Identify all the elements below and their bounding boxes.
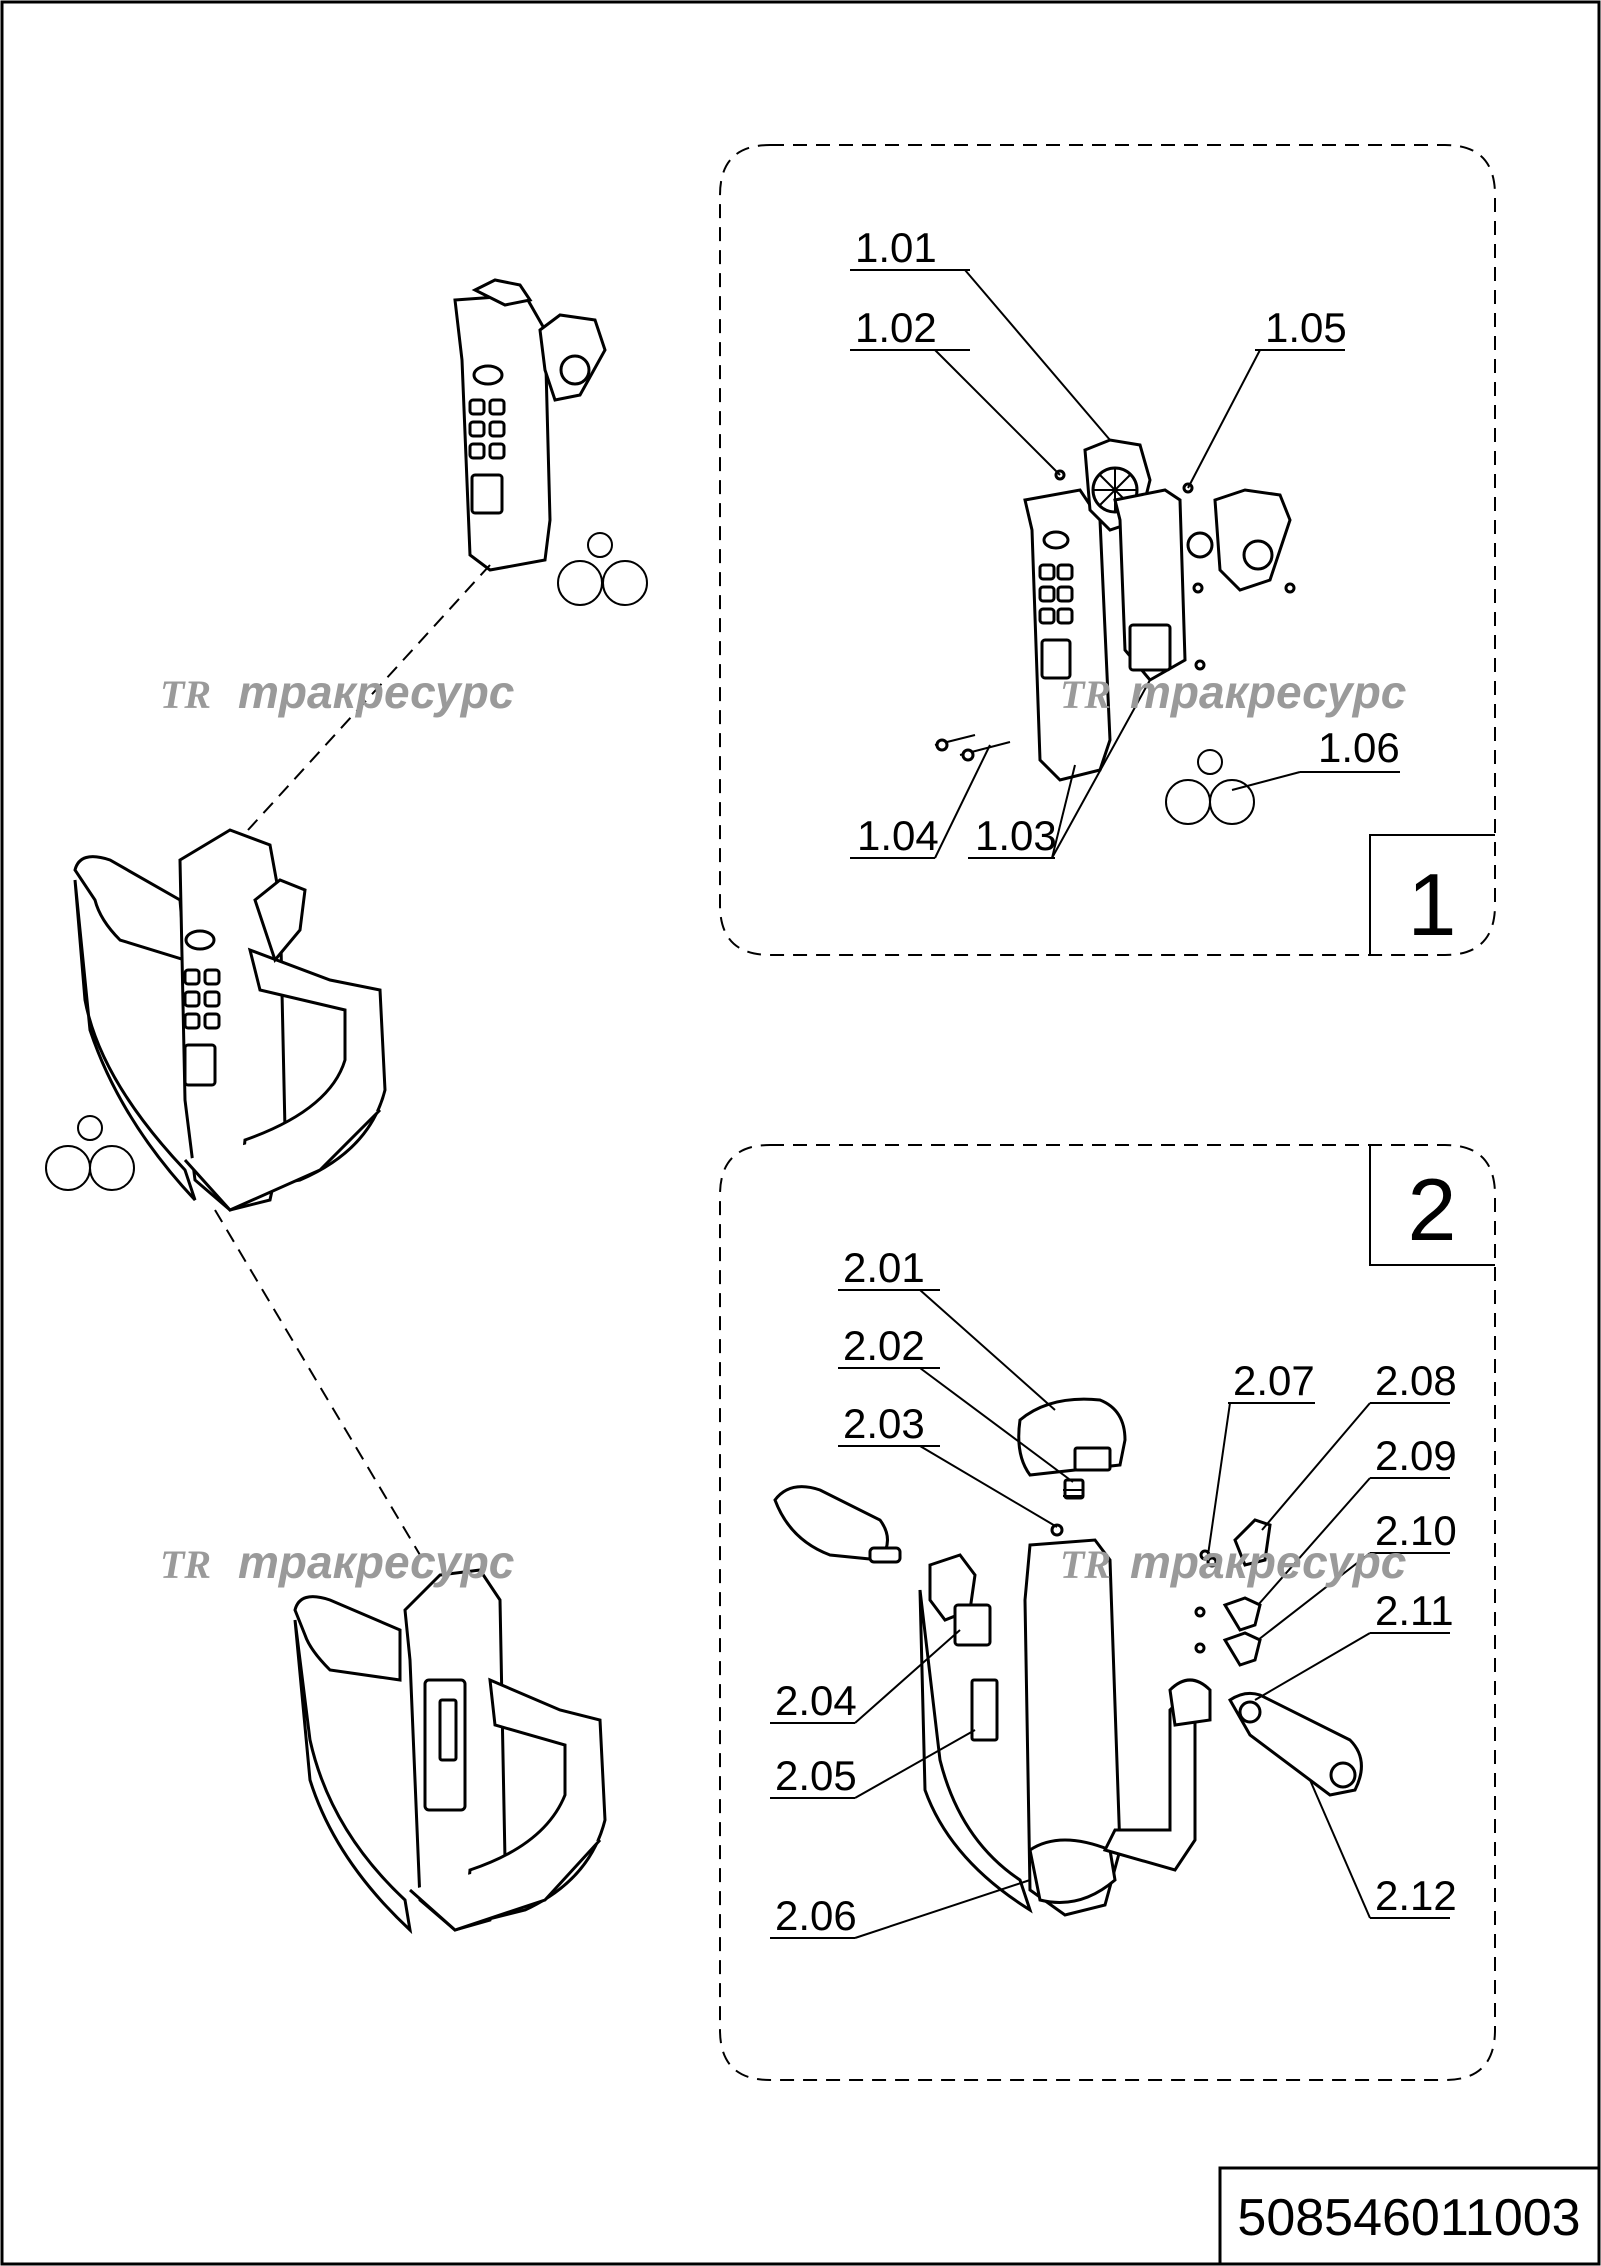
control-panel-illustration <box>453 278 607 572</box>
svg-text:2.02: 2.02 <box>843 1322 925 1369</box>
group-1-o-rings <box>1165 749 1255 825</box>
callout-2-01: 2.01 <box>838 1244 1056 1411</box>
callout-1-06: 1.06 <box>1231 724 1400 791</box>
svg-text:TR: TR <box>160 672 211 717</box>
callout-1-01: 1.01 <box>850 224 1111 441</box>
leader-dashed-top <box>247 564 491 831</box>
watermark-4: TR тракресурс <box>1060 1536 1406 1588</box>
group-1-parts-illustration <box>934 438 1296 782</box>
handle-frame-illustration <box>293 1568 607 1935</box>
group-1: 1 <box>719 144 1496 956</box>
svg-text:2.03: 2.03 <box>843 1400 925 1447</box>
callout-2-06: 2.06 <box>770 1879 1031 1939</box>
svg-text:2.12: 2.12 <box>1375 1872 1457 1919</box>
svg-text:TR: TR <box>160 1542 211 1587</box>
callout-2-08: 2.08 <box>1261 1357 1457 1531</box>
group-2: 2 2.01 <box>719 1144 1496 2081</box>
svg-text:2.04: 2.04 <box>775 1677 857 1724</box>
svg-text:TR: TR <box>1060 672 1111 717</box>
callout-2-05: 2.05 <box>770 1729 976 1799</box>
callout-1-02: 1.02 <box>850 304 1061 476</box>
svg-text:2.07: 2.07 <box>1233 1357 1315 1404</box>
watermark-1: TR тракресурс <box>160 666 514 718</box>
svg-text:2.09: 2.09 <box>1375 1432 1457 1479</box>
callout-1-05: 1.05 <box>1187 304 1347 489</box>
group-2-parts-illustration <box>773 1397 1363 1917</box>
callout-2-11: 2.11 <box>1254 1587 1454 1701</box>
callout-2-10: 2.10 <box>1257 1507 1457 1641</box>
svg-text:1.04: 1.04 <box>857 812 939 859</box>
group-1-frame <box>719 144 1496 956</box>
callout-2-09: 2.09 <box>1257 1432 1457 1606</box>
assembled-handle-illustration <box>73 828 387 1212</box>
o-rings-illustration-2 <box>45 1115 135 1191</box>
callout-1-03: 1.03 <box>968 679 1151 859</box>
svg-text:2.01: 2.01 <box>843 1244 925 1291</box>
watermark-3: TR тракресурс <box>160 1536 514 1588</box>
svg-text:тракресурс: тракресурс <box>1130 1536 1406 1588</box>
group-1-number-frame <box>1369 834 1495 955</box>
svg-text:2.11: 2.11 <box>1375 1587 1454 1634</box>
svg-text:1.03: 1.03 <box>975 812 1057 859</box>
svg-text:1.02: 1.02 <box>855 304 937 351</box>
svg-text:1.06: 1.06 <box>1318 724 1400 771</box>
svg-text:1.01: 1.01 <box>855 224 937 271</box>
leader-dashed-bottom <box>214 1209 421 1556</box>
watermark-2: TR тракресурс <box>1060 666 1406 718</box>
svg-text:тракресурс: тракресурс <box>238 666 514 718</box>
svg-text:2.10: 2.10 <box>1375 1507 1457 1554</box>
group-2-number-frame <box>1369 1145 1495 1266</box>
document-number-box <box>1218 2166 1601 2266</box>
group-1-number: 1 <box>1408 855 1457 954</box>
callout-2-12: 2.12 <box>1309 1779 1457 1919</box>
group-2-number: 2 <box>1408 1160 1457 1259</box>
callout-2-07: 2.07 <box>1207 1357 1315 1556</box>
svg-text:тракресурс: тракресурс <box>238 1536 514 1588</box>
svg-text:2.06: 2.06 <box>775 1892 857 1939</box>
svg-text:1.05: 1.05 <box>1265 304 1347 351</box>
callout-2-02: 2.02 <box>838 1322 1074 1483</box>
svg-text:2.08: 2.08 <box>1375 1357 1457 1404</box>
document-number: 508546011003 <box>1237 2189 1580 2247</box>
callout-1-04: 1.04 <box>850 744 991 859</box>
o-rings-illustration <box>557 532 648 606</box>
callout-2-04: 2.04 <box>770 1629 961 1724</box>
callout-2-03: 2.03 <box>838 1400 1058 1528</box>
svg-text:2.05: 2.05 <box>775 1752 857 1799</box>
left-assembly <box>45 278 648 1935</box>
svg-text:тракресурс: тракресурс <box>1130 666 1406 718</box>
svg-text:TR: TR <box>1060 1542 1111 1587</box>
